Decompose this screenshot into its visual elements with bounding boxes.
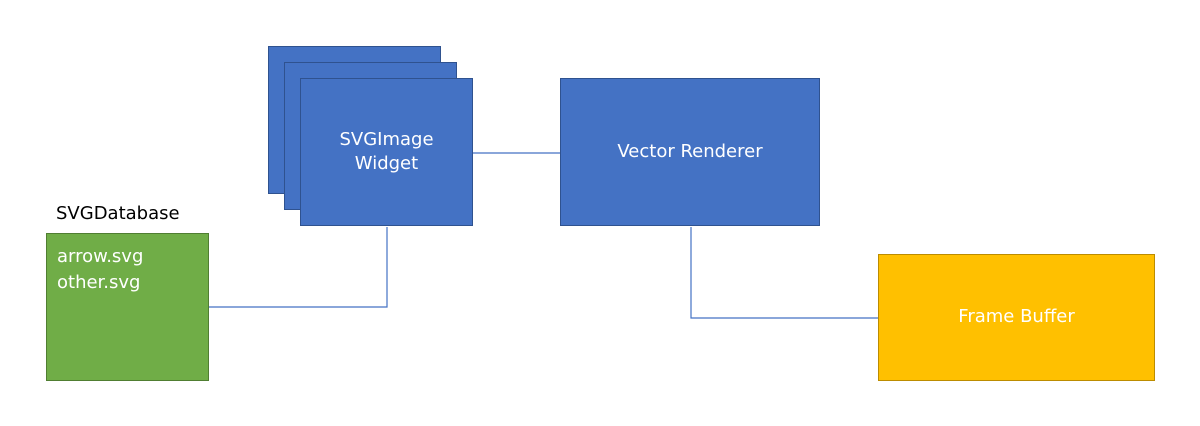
vector-renderer-node: Vector Renderer: [560, 78, 820, 226]
vector-renderer-label: Vector Renderer: [617, 140, 763, 162]
svg-database-title: SVGDatabase: [56, 203, 180, 224]
svg-file-item: arrow.svg: [57, 246, 144, 267]
connector-database-to-widget: [209, 227, 388, 308]
svgimage-widget-node: SVGImage Widget: [300, 78, 473, 226]
frame-buffer-label: Frame Buffer: [958, 306, 1075, 328]
svgimage-widget-label: SVGImage Widget: [339, 128, 434, 174]
svg-file-item: other.svg: [57, 272, 141, 293]
connector-renderer-to-framebuffer: [690, 227, 878, 319]
frame-buffer-node: Frame Buffer: [878, 254, 1155, 381]
svg-database-node: arrow.svg other.svg: [46, 233, 209, 381]
